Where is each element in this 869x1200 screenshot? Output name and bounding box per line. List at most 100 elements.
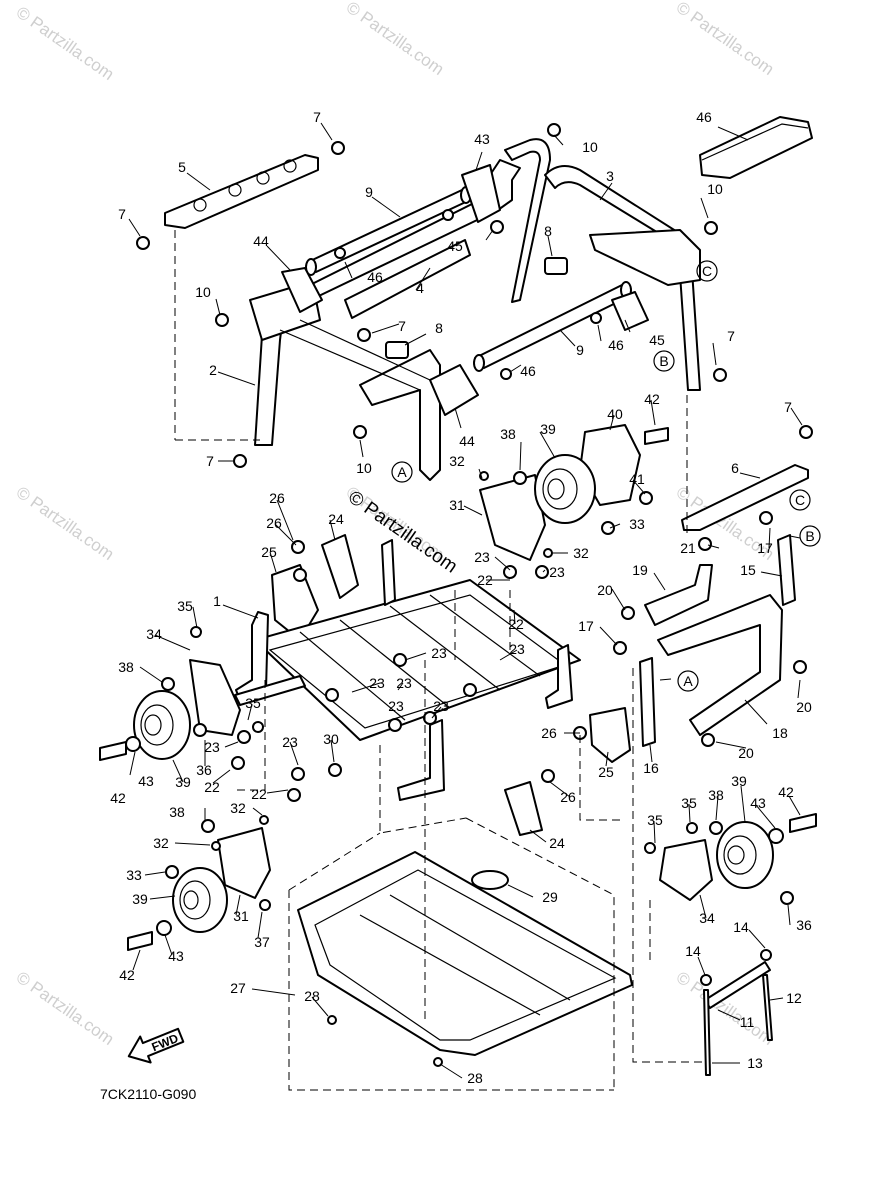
callout: 10 — [356, 460, 372, 476]
reference-letter: B — [659, 353, 668, 369]
part-mount-bracket — [429, 364, 479, 416]
part-bar — [639, 657, 656, 747]
callout: 7 — [727, 328, 735, 344]
watermark: © Partzilla.com — [13, 483, 118, 564]
part-mount-bracket — [281, 267, 323, 313]
part-bracket-plate — [164, 154, 319, 229]
part-cross-bar — [344, 239, 471, 319]
callout: 17 — [757, 540, 773, 556]
callout: 26 — [269, 490, 285, 506]
part-wheel — [172, 867, 228, 933]
callout: 43 — [474, 131, 490, 147]
callout: 20 — [738, 745, 754, 761]
part-guard — [504, 781, 543, 836]
callout: 45 — [649, 332, 665, 348]
part-grommet — [544, 257, 568, 275]
fwd-label: FWD — [150, 1031, 181, 1054]
reference-letter: B — [805, 528, 814, 544]
part-wheel — [133, 690, 191, 760]
callout: 44 — [459, 433, 475, 449]
callout: 39 — [540, 421, 556, 437]
diagram-code: 7CK2110-G090 — [100, 1086, 196, 1102]
callout: 25 — [598, 764, 614, 780]
callout: 38 — [500, 426, 516, 442]
callout: 9 — [365, 184, 373, 200]
callout: 23 — [369, 675, 385, 691]
callout: 38 — [118, 659, 134, 675]
callout: 44 — [253, 233, 269, 249]
callout: 46 — [520, 363, 536, 379]
callout: 43 — [750, 795, 766, 811]
part-bolt — [644, 427, 669, 445]
callout: 40 — [607, 406, 623, 422]
callout: 6 — [731, 460, 739, 476]
part-bolt — [99, 741, 127, 761]
callout: 39 — [175, 774, 191, 790]
callout: 43 — [138, 773, 154, 789]
watermark: © Partzilla.com — [673, 0, 778, 79]
callout: 3 — [606, 168, 614, 184]
part-wheel — [716, 821, 774, 889]
part-guard — [589, 707, 631, 763]
part-bracket — [657, 594, 783, 736]
callout: 32 — [153, 835, 169, 851]
callout: 2 — [209, 362, 217, 378]
part-bar — [777, 534, 796, 606]
callout: 23 — [431, 645, 447, 661]
callout: 23 — [204, 739, 220, 755]
callout: 42 — [644, 391, 660, 407]
callout: 11 — [740, 1014, 755, 1030]
center-watermark: © Partzilla.com — [344, 487, 461, 578]
callout: 10 — [195, 284, 211, 300]
callout: 35 — [177, 598, 193, 614]
parts-layer — [99, 116, 817, 1076]
callout: 32 — [573, 545, 589, 561]
callout: 7 — [206, 453, 214, 469]
callout: 39 — [132, 891, 148, 907]
callout: 34 — [146, 626, 162, 642]
callout: 30 — [323, 731, 339, 747]
callout: 46 — [367, 269, 383, 285]
fwd-direction-arrow: FWD — [127, 1027, 185, 1064]
callout-labels: 1 2 3 4 5 6 7 7 7 7 7 7 8 8 9 9 10 10 10… — [110, 109, 812, 1086]
reference-letter: C — [702, 263, 712, 279]
callout: 12 — [786, 990, 802, 1006]
callout: 24 — [328, 511, 344, 527]
part-skid-plate — [297, 851, 633, 1056]
part-wheel — [534, 454, 596, 524]
part-rod — [762, 974, 773, 1041]
callout: 45 — [447, 238, 463, 254]
callout: 31 — [233, 908, 249, 924]
fwd-arrow-icon — [127, 1027, 185, 1064]
callout: 31 — [449, 497, 465, 513]
part-nut — [700, 974, 712, 986]
callout: 42 — [110, 790, 126, 806]
part-cover — [699, 116, 813, 179]
part-fender-plate — [189, 659, 241, 736]
part-washer — [768, 828, 784, 844]
callout: 26 — [541, 725, 557, 741]
callout: 22 — [477, 572, 493, 588]
callout: 27 — [230, 980, 246, 996]
reference-letter: A — [397, 464, 407, 480]
callout: 39 — [731, 773, 747, 789]
callout: 25 — [261, 544, 277, 560]
callout: 22 — [204, 779, 220, 795]
callout: 9 — [576, 342, 584, 358]
part-grommet — [385, 341, 409, 359]
part-mount-bracket — [461, 164, 501, 223]
part-guard — [321, 534, 359, 599]
callout: 7 — [313, 109, 321, 125]
callout: 14 — [685, 943, 701, 959]
callout: 22 — [508, 616, 524, 632]
part-bolt — [127, 931, 153, 951]
part-fender-plate — [217, 827, 271, 899]
part-brace — [681, 464, 809, 531]
callout: 41 — [629, 471, 645, 487]
callout: 4 — [416, 280, 424, 296]
callout: 20 — [796, 699, 812, 715]
part-rod — [704, 961, 771, 1009]
callout: 5 — [178, 159, 186, 175]
callout: 23 — [474, 549, 490, 565]
watermark: © Partzilla.com — [343, 0, 448, 79]
